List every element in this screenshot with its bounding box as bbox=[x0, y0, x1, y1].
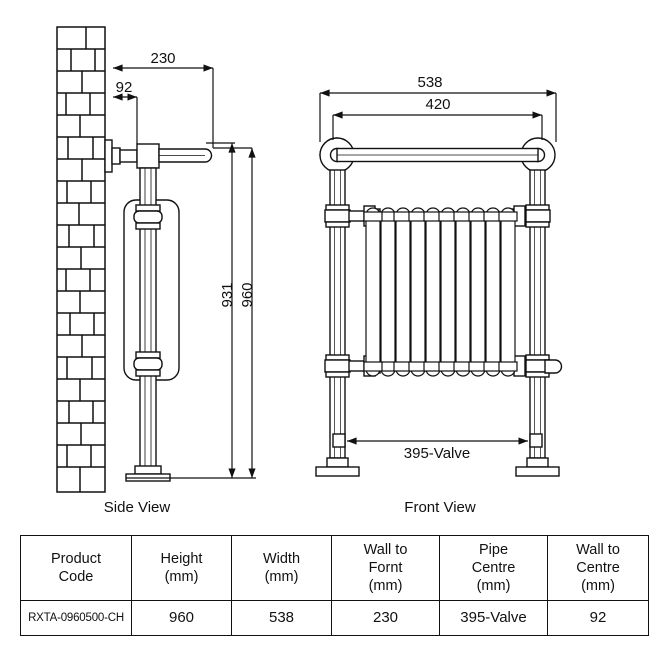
side-dimension-230 bbox=[113, 64, 252, 149]
header-line: (mm) bbox=[164, 569, 199, 585]
header-wall-to-centre: Wall to Centre (mm) bbox=[547, 535, 649, 601]
cell-height: 960 bbox=[131, 600, 232, 636]
dimension-label-420: 420 bbox=[425, 96, 450, 113]
radiator-fins bbox=[363, 207, 518, 377]
header-wall-to-front: Wall to Fornt (mm) bbox=[331, 535, 440, 601]
cell-wall-to-front: 230 bbox=[331, 600, 440, 636]
header-line: (mm) bbox=[264, 569, 299, 585]
header-line: Centre bbox=[576, 559, 620, 576]
dimension-label-538: 538 bbox=[417, 74, 442, 91]
valve-box-left bbox=[332, 433, 346, 448]
cell-wall-to-centre: 92 bbox=[547, 600, 649, 636]
header-line: (mm) bbox=[581, 578, 615, 595]
side-dimension-960 bbox=[126, 148, 256, 479]
table-header-row: Product Code Height (mm) Width (mm) Wall… bbox=[20, 535, 649, 601]
cell-pipe-centre: 395-Valve bbox=[439, 600, 548, 636]
valve-box-right bbox=[529, 433, 543, 448]
side-view-label: Side View bbox=[104, 499, 171, 516]
header-line: Width bbox=[262, 550, 301, 567]
header-line: Pipe bbox=[478, 541, 509, 558]
header-product-code: Product Code bbox=[20, 535, 132, 601]
dimension-label-960: 960 bbox=[239, 282, 256, 307]
front-view-label: Front View bbox=[404, 499, 476, 516]
header-line: (mm) bbox=[368, 578, 403, 595]
header-line: (mm) bbox=[476, 578, 511, 595]
header-line: Wall to bbox=[363, 541, 408, 558]
cell-product-code: RXTA-0960500-CH bbox=[20, 600, 132, 636]
specification-table: Product Code Height (mm) Width (mm) Wall… bbox=[20, 535, 649, 636]
header-line: Centre bbox=[471, 559, 516, 576]
header-line: Code bbox=[58, 569, 94, 585]
side-dimension-92 bbox=[113, 93, 138, 144]
header-line: Wall to bbox=[576, 541, 620, 558]
front-dimension-538 bbox=[319, 89, 557, 142]
cell-width: 538 bbox=[231, 600, 332, 636]
header-line: Product bbox=[51, 550, 101, 567]
header-line: Fornt bbox=[368, 559, 403, 576]
brick-wall bbox=[56, 26, 106, 493]
dimension-label-931: 931 bbox=[219, 282, 236, 307]
header-pipe-centre: Pipe Centre (mm) bbox=[439, 535, 548, 601]
header-line: Height bbox=[160, 550, 203, 567]
dimension-label-230: 230 bbox=[150, 50, 175, 67]
header-width: Width (mm) bbox=[231, 535, 332, 601]
side-view-radiator bbox=[104, 139, 213, 482]
dimension-label-395-valve: 395-Valve bbox=[404, 445, 470, 462]
dimension-label-92: 92 bbox=[116, 79, 133, 96]
table-row: RXTA-0960500-CH 960 538 230 395-Valve 92 bbox=[20, 600, 649, 636]
front-dimension-420 bbox=[332, 111, 543, 140]
header-height: Height (mm) bbox=[131, 535, 232, 601]
side-dimension-931 bbox=[206, 142, 236, 478]
front-view-radiator bbox=[315, 137, 563, 477]
